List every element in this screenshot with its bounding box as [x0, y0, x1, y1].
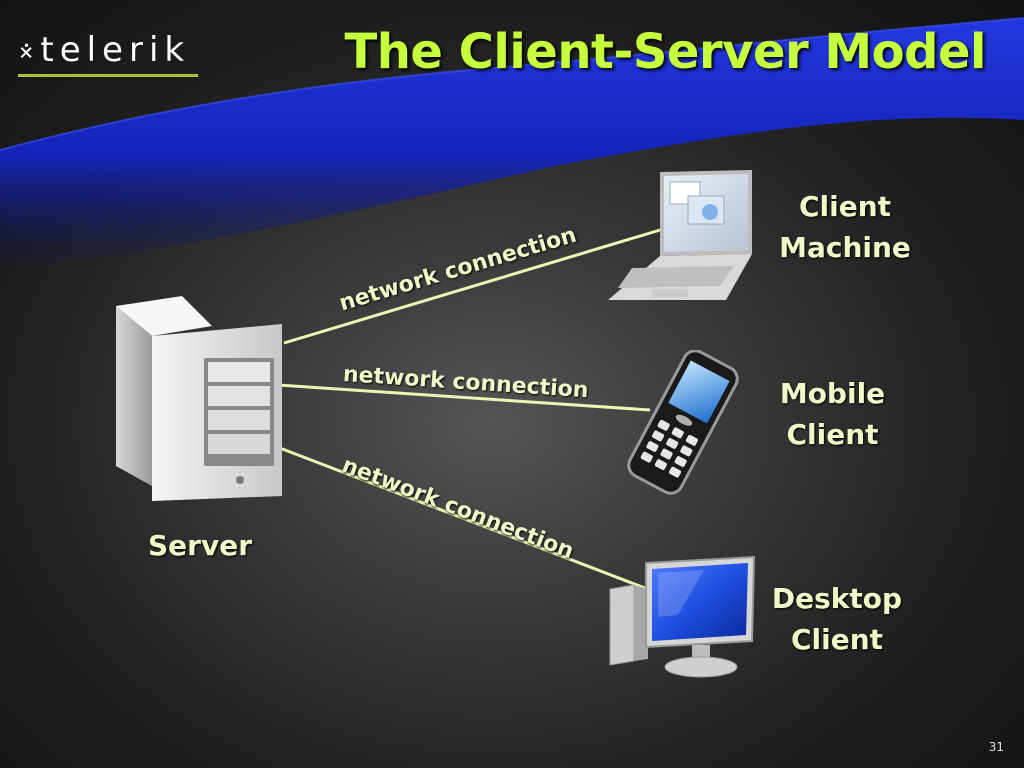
page-number: 31 — [988, 740, 1004, 754]
desktop-client-label: Desktop Client — [762, 578, 912, 660]
logo-underline — [18, 74, 198, 77]
slide-title: The Client-Server Model — [344, 24, 986, 80]
header-wave — [0, 17, 1024, 270]
client-machine-label-line1: Client — [798, 190, 892, 223]
client-machine-label-line2: Machine — [779, 231, 911, 264]
telerik-logo-text: telerik — [40, 30, 191, 70]
laptop-icon — [608, 170, 752, 300]
connection-line-desktop-client — [271, 443, 651, 592]
mobile-client-label-line2: Client — [786, 418, 879, 451]
mobile-client-label: Mobile Client — [760, 373, 905, 455]
connection-line-client-machine — [283, 228, 661, 345]
telerik-logo: ⨰ telerik — [18, 30, 190, 70]
desktop-client-label-line2: Client — [790, 623, 884, 656]
connection-line-mobile-client — [277, 383, 651, 412]
client-machine-label: Client Machine — [770, 186, 920, 268]
server-icon — [116, 296, 282, 501]
telerik-logo-mark: ⨰ — [18, 33, 35, 66]
desktop-computer-icon — [609, 555, 756, 678]
mobile-client-label-line1: Mobile — [779, 377, 886, 410]
server-label: Server — [147, 529, 252, 562]
desktop-client-label-line1: Desktop — [771, 582, 903, 615]
mobile-phone-icon — [627, 350, 739, 495]
